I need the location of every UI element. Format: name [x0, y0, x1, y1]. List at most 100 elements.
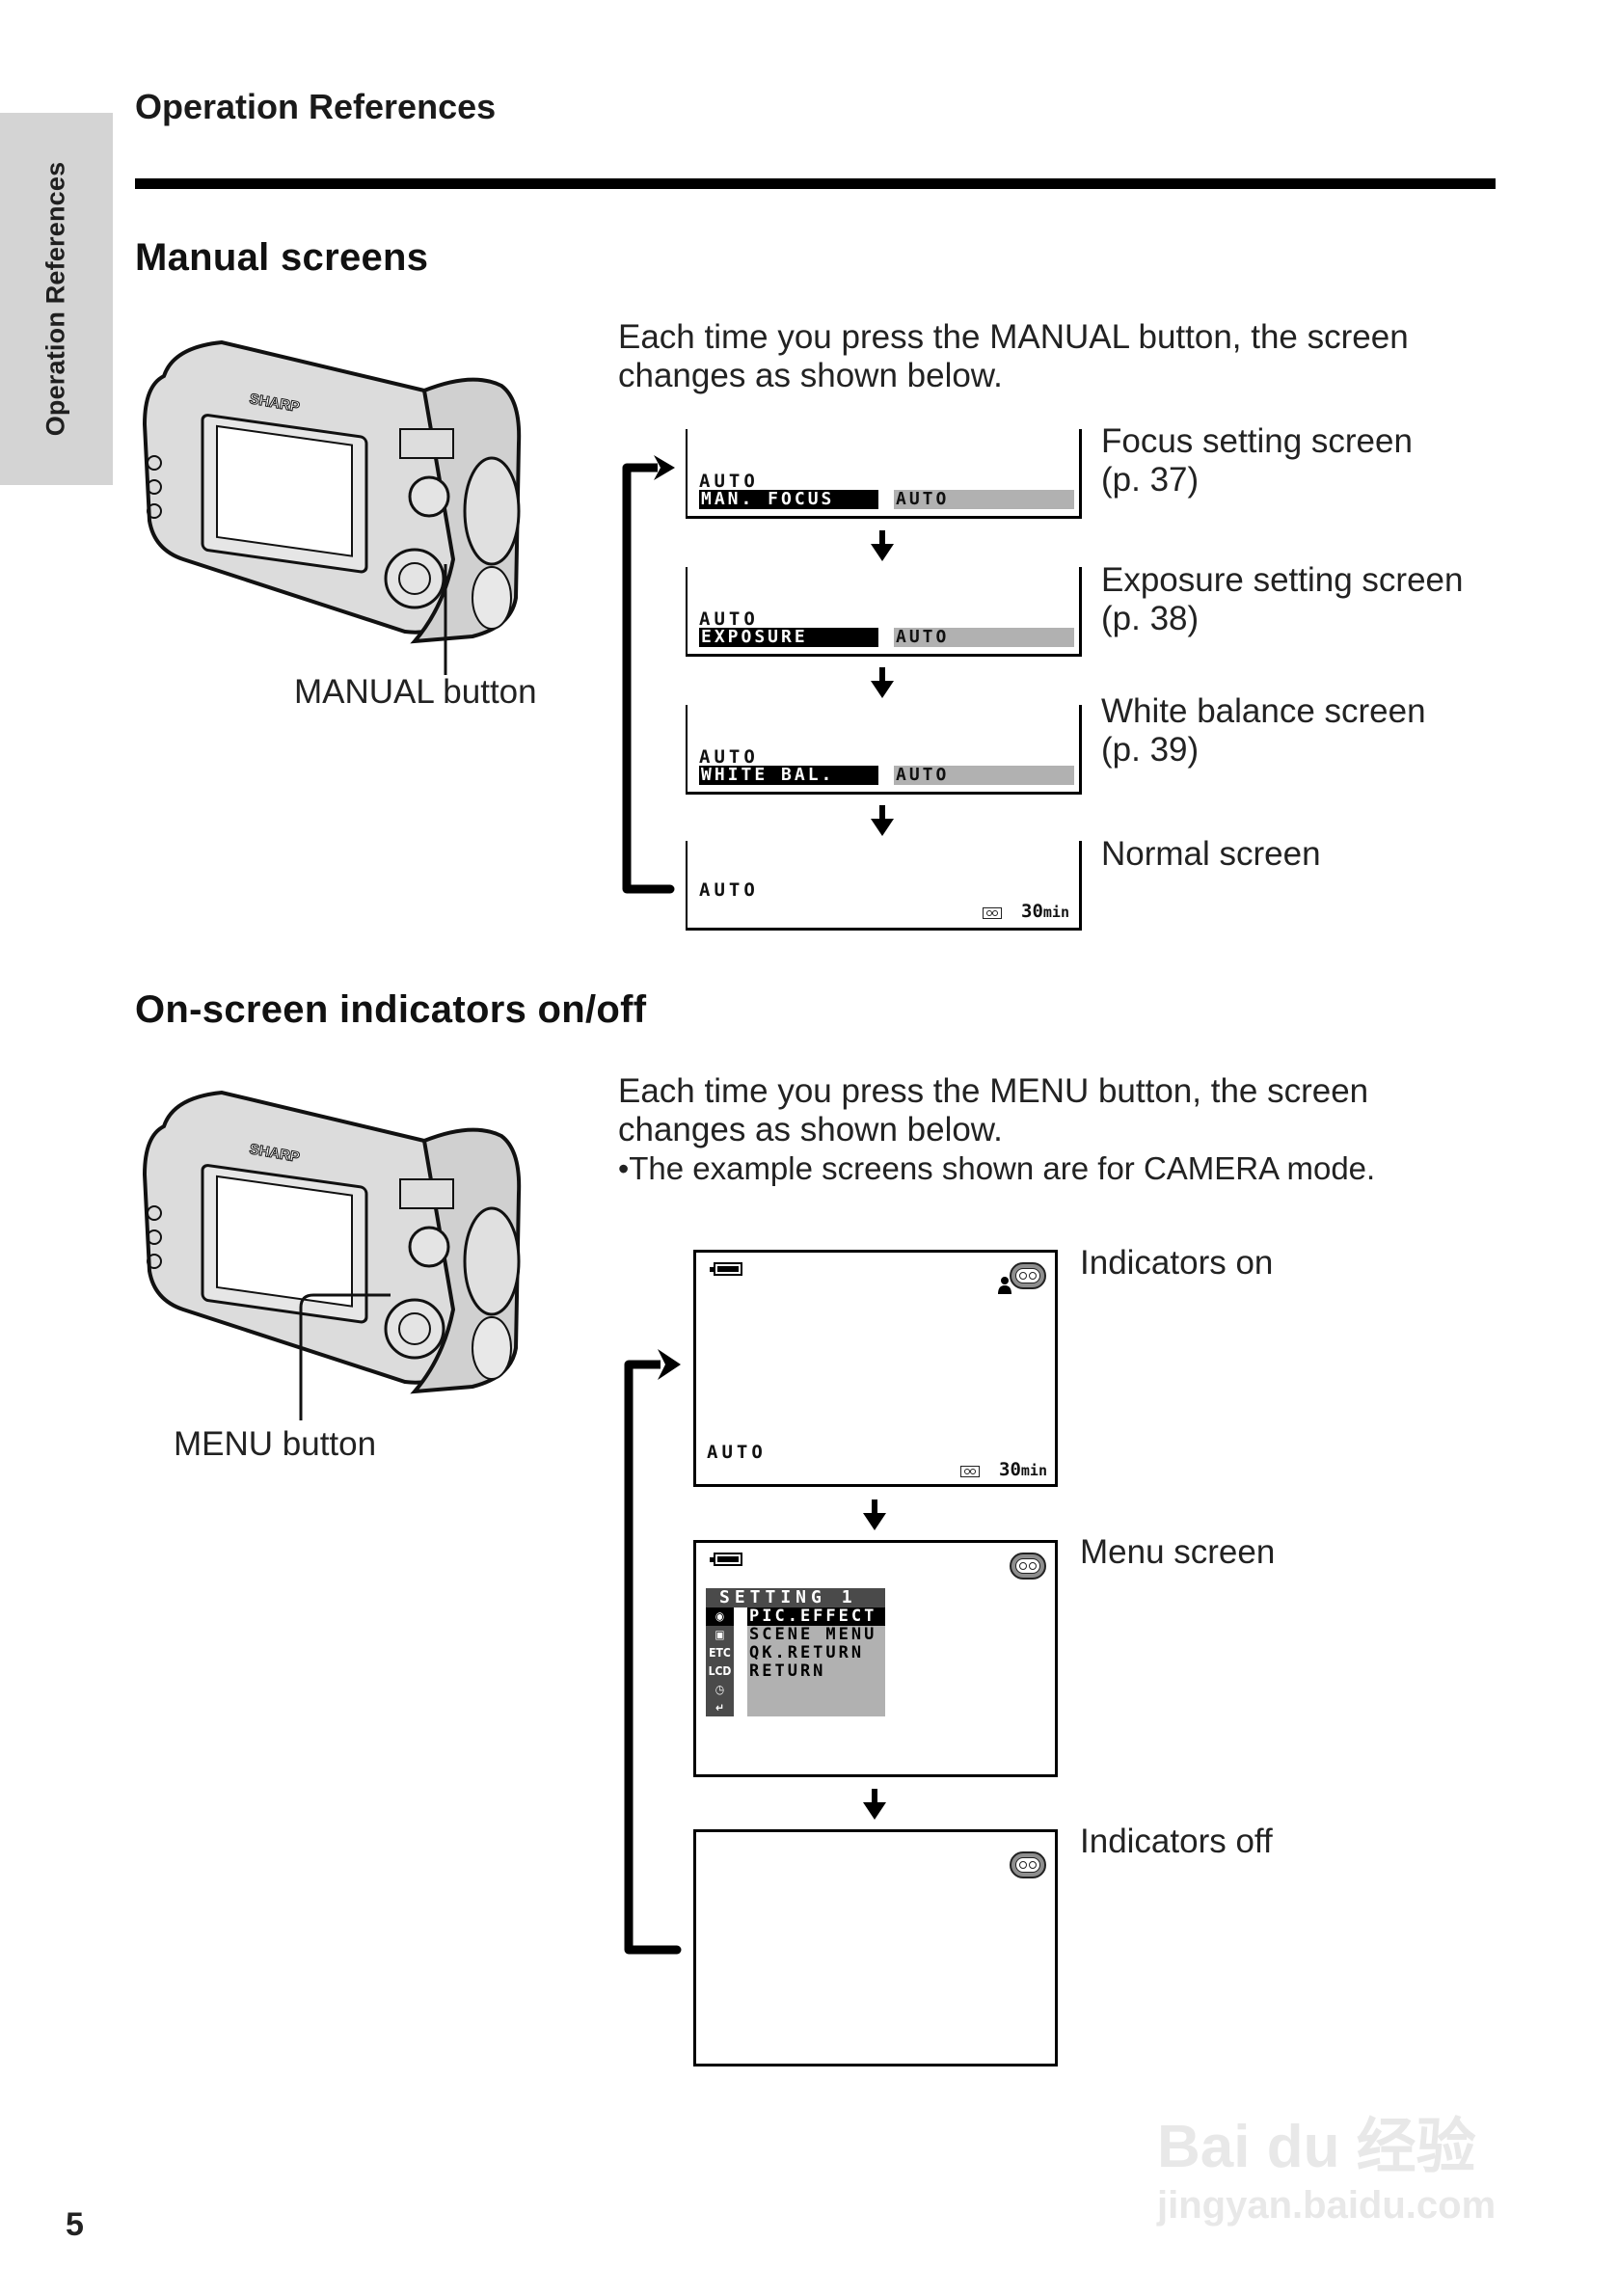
- page-ref: (p. 38): [1101, 600, 1200, 637]
- camera-icon[interactable]: ◉: [706, 1607, 734, 1626]
- manual-cycle-arrow: [622, 455, 675, 894]
- clock-icon[interactable]: ◷: [715, 1683, 725, 1696]
- remaining-unit: min: [1042, 904, 1069, 921]
- battery-icon: [710, 1262, 742, 1276]
- watermark-url: jingyan.baidu.com: [1157, 2184, 1497, 2227]
- remaining-time: 30min: [1021, 901, 1069, 922]
- side-button-icon: [147, 1205, 162, 1221]
- section-side-tab: Operation References: [0, 113, 113, 485]
- cycle-arrowhead-icon: [654, 455, 675, 480]
- osd-mode-text: AUTO: [699, 879, 759, 901]
- osd-mode-text: AUTO: [699, 746, 759, 768]
- page-ref: (p. 39): [1101, 731, 1200, 769]
- osd-mode-text: AUTO: [699, 608, 759, 630]
- remaining-value: 30: [999, 1459, 1021, 1480]
- down-arrow-icon: [871, 805, 894, 836]
- lcd-icon[interactable]: LCD: [708, 1664, 732, 1678]
- battery-icon: [710, 1553, 742, 1566]
- down-arrow-icon: [863, 1789, 886, 1820]
- cassette-icon: [1010, 1553, 1046, 1580]
- note-text: The example screens shown are for CAMERA…: [629, 1150, 1376, 1186]
- menu-category-icons: ◉ ▣ ETC LCD ◷ ↵: [706, 1607, 734, 1716]
- zoom-lever: [399, 1178, 454, 1209]
- indicators-section-title: On-screen indicators on/off: [135, 988, 647, 1031]
- osd-mode-text: AUTO: [707, 1442, 767, 1463]
- down-arrow-icon: [863, 1499, 886, 1530]
- watermark-logo: Bai du 经验: [1157, 2114, 1476, 2180]
- mode-dial-icon: [408, 475, 450, 518]
- indicators-intro-text: Each time you press the MENU button, the…: [618, 1072, 1375, 1188]
- cassette-icon: [982, 906, 1002, 919]
- menu-screen-label: Menu screen: [1080, 1533, 1276, 1571]
- indicators-intro-line-1: Each time you press the MENU button, the…: [618, 1072, 1369, 1110]
- return-icon[interactable]: ↵: [715, 1701, 725, 1715]
- osd-setting-value: AUTO: [894, 766, 1074, 785]
- indicators-cycle-arrow: [624, 1349, 682, 1955]
- label-line: Focus setting screen: [1101, 422, 1413, 460]
- osd-setting-value: AUTO: [894, 628, 1074, 647]
- indicators-note: •The example screens shown are for CAMER…: [618, 1149, 1375, 1188]
- header-rule: [135, 178, 1496, 189]
- normal-screen-label: Normal screen: [1101, 835, 1321, 873]
- exposure-screen-label: Exposure setting screen (p. 38): [1101, 561, 1463, 638]
- indicators-intro-line-2: changes as shown below.: [618, 1111, 1003, 1148]
- lens-cap: [463, 456, 521, 566]
- cassette-icon: [1010, 1262, 1046, 1289]
- side-button-icon: [147, 455, 162, 471]
- down-arrow-icon: [871, 667, 894, 698]
- indicators-on-label: Indicators on: [1080, 1244, 1274, 1282]
- side-button-icon: [147, 1229, 162, 1245]
- control-pad-icon: [384, 548, 445, 609]
- tape-remaining: 30min: [982, 901, 1069, 922]
- osd-setting-name: MAN. FOCUS: [699, 490, 878, 509]
- page-number: 5: [66, 2206, 84, 2243]
- camcorder-illustration-menu: SHARP: [142, 1090, 522, 1420]
- menu-item-pic-effect[interactable]: PIC.EFFECT: [747, 1607, 885, 1626]
- lens-cap: [463, 1206, 521, 1316]
- indicators-off-screen: [693, 1829, 1058, 2066]
- remaining-time: 30min: [999, 1459, 1047, 1480]
- cassette-icon: [1010, 1851, 1046, 1878]
- indicators-on-screen: AUTO 30min: [693, 1250, 1058, 1487]
- menu-item-return[interactable]: RETURN: [749, 1662, 826, 1681]
- remaining-value: 30: [1021, 901, 1043, 922]
- menu-screen: SETTING 1 ◉ ▣ ETC LCD ◷ ↵ PIC.EFFECT SCE…: [693, 1540, 1058, 1777]
- osd-setting-name: EXPOSURE: [699, 628, 878, 647]
- side-button-icon: [147, 503, 162, 519]
- cycle-arrowhead-icon: [658, 1349, 681, 1380]
- down-arrow-icon: [871, 530, 894, 561]
- speaker-grille: [472, 566, 512, 630]
- focus-screen-label: Focus setting screen (p. 37): [1101, 422, 1413, 500]
- lcd-screen: [216, 1175, 353, 1308]
- osd-setting-value: AUTO: [894, 490, 1074, 509]
- menu-button-callout: MENU button: [174, 1425, 377, 1463]
- manual-section-title: Manual screens: [135, 236, 429, 279]
- cassette-small-icon: [959, 1465, 980, 1477]
- menu-item-scene-menu[interactable]: SCENE MENU: [749, 1626, 877, 1644]
- page-header-title: Operation References: [135, 87, 497, 126]
- bullet-icon: •: [618, 1151, 630, 1186]
- etc-icon[interactable]: ETC: [709, 1646, 731, 1660]
- focus-setting-screen: AUTO MAN. FOCUS AUTO: [686, 429, 1082, 519]
- menu-item-qk-return[interactable]: QK.RETURN: [749, 1644, 865, 1662]
- manual-button-callout: MANUAL button: [294, 673, 537, 711]
- indicators-off-label: Indicators off: [1080, 1823, 1273, 1860]
- zoom-lever: [399, 428, 454, 459]
- manual-intro-text: Each time you press the MANUAL button, t…: [618, 318, 1409, 395]
- menu-button-leader-line: [299, 1293, 391, 1420]
- manual-intro-line-2: changes as shown below.: [618, 357, 1003, 394]
- white-balance-screen: AUTO WHITE BAL. AUTO: [686, 705, 1082, 795]
- exposure-setting-screen: AUTO EXPOSURE AUTO: [686, 567, 1082, 657]
- side-button-icon: [147, 1254, 162, 1269]
- person-icon: [998, 1277, 1011, 1294]
- page-ref: (p. 37): [1101, 461, 1200, 499]
- menu-item-list: PIC.EFFECT SCENE MENU QK.RETURN RETURN: [747, 1607, 885, 1716]
- label-line: Exposure setting screen: [1101, 561, 1464, 599]
- normal-screen: AUTO 30min: [686, 841, 1082, 931]
- side-button-icon: [147, 479, 162, 495]
- manual-intro-line-1: Each time you press the MANUAL button, t…: [618, 318, 1409, 356]
- camcorder-illustration-manual: SHARP: [142, 339, 522, 675]
- remaining-unit: min: [1020, 1462, 1047, 1479]
- osd-setting-name: WHITE BAL.: [699, 766, 878, 785]
- scene-icon[interactable]: ▣: [715, 1628, 725, 1641]
